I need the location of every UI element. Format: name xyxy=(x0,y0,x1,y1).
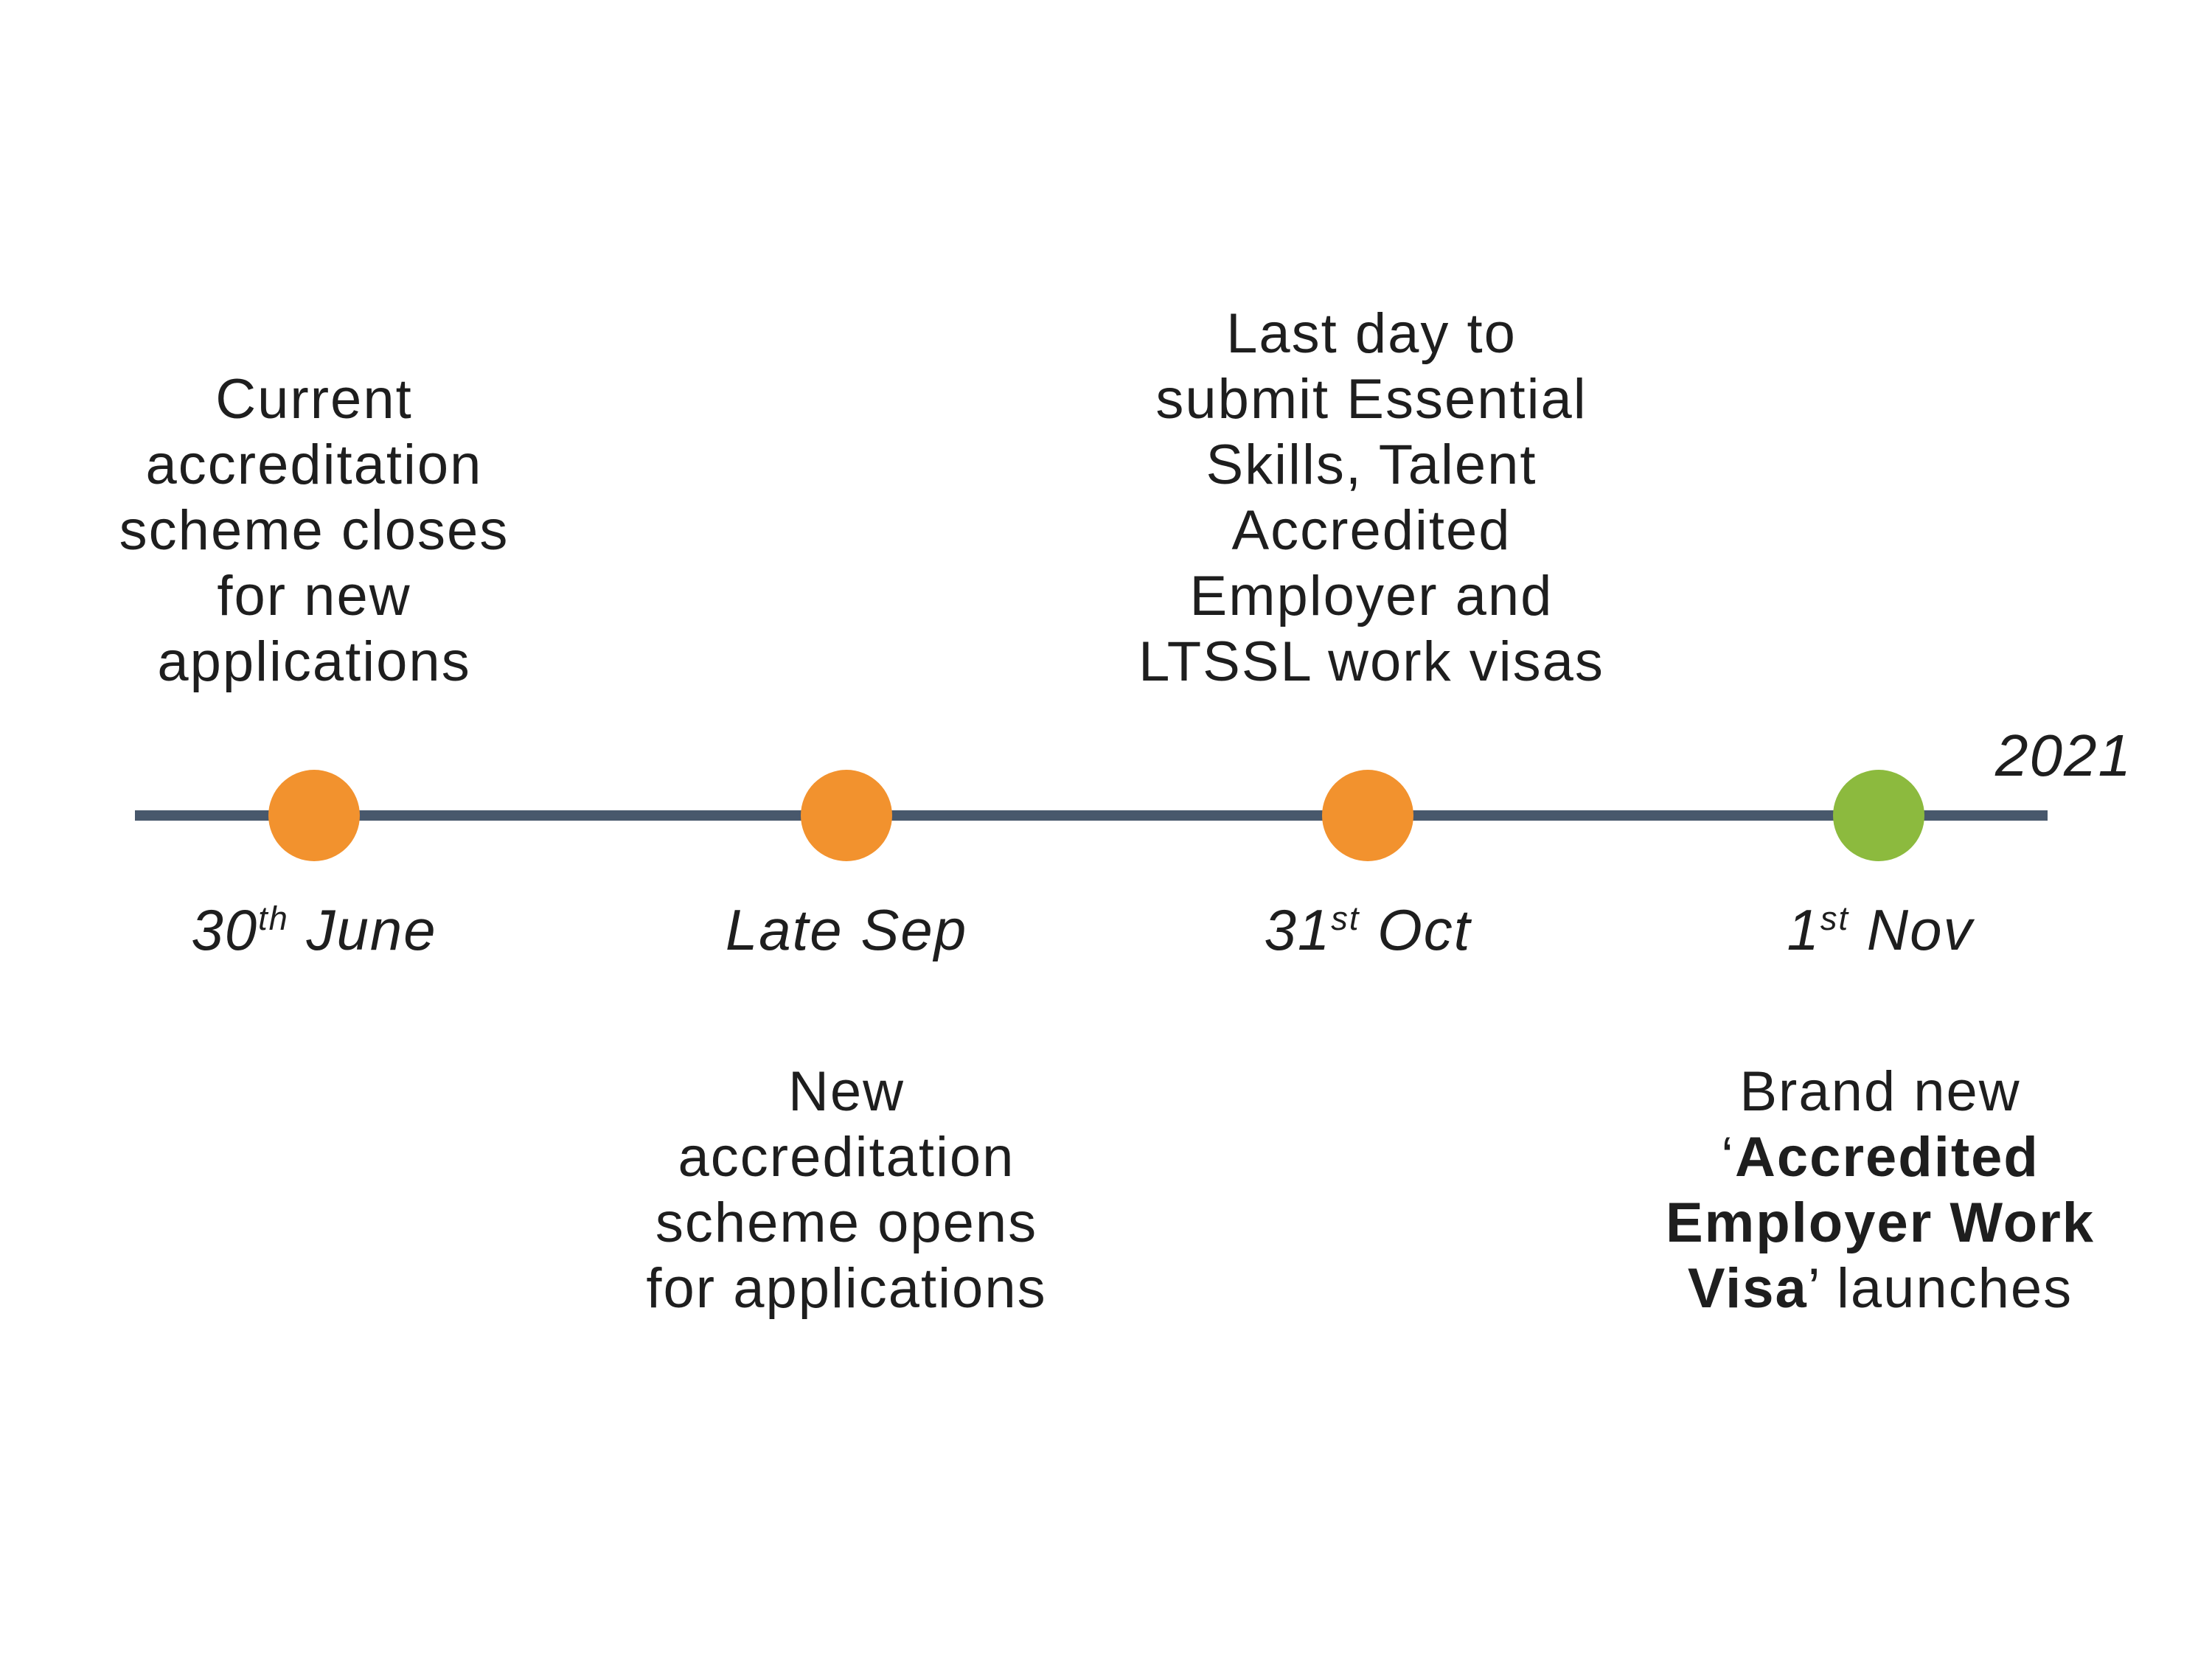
event-label-line: accreditation xyxy=(678,1126,1015,1189)
event-label-line: Skills, Talent xyxy=(1206,434,1537,496)
timeline-dot xyxy=(801,770,892,861)
date-text: Late Sep xyxy=(725,897,968,962)
event-label-line: Last day to xyxy=(1226,302,1517,365)
label-text-bold: Employer Work xyxy=(1665,1192,2096,1254)
label-text: Brand new xyxy=(1739,1060,2021,1123)
date-text: 1 xyxy=(1787,897,1820,962)
event-label-line: New xyxy=(787,1060,905,1123)
event-label-line: accreditation xyxy=(145,434,483,496)
event-date: 30th June xyxy=(108,897,521,964)
date-ordinal: st xyxy=(1331,900,1360,937)
timeline-dot xyxy=(1322,770,1413,861)
date-text: Nov xyxy=(1849,897,1974,962)
date-text: June xyxy=(288,897,437,962)
event-date: 1st Nov xyxy=(1674,897,2087,964)
event-label-line: Current xyxy=(215,368,413,431)
event-label-line: Employer Work xyxy=(1637,1190,2124,1256)
event-label-line: submit Essential xyxy=(1155,368,1587,431)
event-label: New accreditation scheme opens for appli… xyxy=(603,1059,1090,1321)
timeline-dot xyxy=(1833,770,1924,861)
event-label: Current accreditation scheme closes for … xyxy=(71,366,557,695)
label-text: ’ launches xyxy=(1807,1257,2073,1320)
event-label-line: Brand new xyxy=(1637,1059,2124,1124)
event-label-line: scheme closes xyxy=(119,499,509,562)
date-ordinal: st xyxy=(1820,900,1850,937)
open-quote: ‘ xyxy=(1721,1126,1736,1189)
event-label-line: ‘Accredited xyxy=(1637,1124,2124,1190)
event-date: Late Sep xyxy=(640,897,1053,964)
event-label-line: scheme opens xyxy=(655,1192,1038,1254)
year-label: 2021 xyxy=(1995,723,2132,788)
event-label-line: for applications xyxy=(646,1257,1047,1320)
date-ordinal: th xyxy=(258,900,289,937)
timeline-line xyxy=(135,810,2048,821)
label-text-bold: Visa xyxy=(1687,1257,1808,1320)
event-label: Brand new ‘Accredited Employer Work Visa… xyxy=(1637,1059,2124,1321)
timeline-dot xyxy=(268,770,360,861)
event-label-line: Visa’ launches xyxy=(1637,1256,2124,1321)
date-text: 30 xyxy=(191,897,259,962)
event-label-line: Employer and xyxy=(1189,565,1554,627)
event-label-line: LTSSL work visas xyxy=(1138,630,1604,693)
event-label-line: Accredited xyxy=(1231,499,1512,562)
event-label-line: applications xyxy=(157,630,471,693)
event-label: Last day to submit Essential Skills, Tal… xyxy=(1128,301,1615,695)
event-label-line: for new xyxy=(217,565,411,627)
label-text-bold: Accredited xyxy=(1735,1126,2039,1189)
event-date: 31st Oct xyxy=(1161,897,1574,964)
date-text: 31 xyxy=(1264,897,1332,962)
date-text: Oct xyxy=(1360,897,1472,962)
